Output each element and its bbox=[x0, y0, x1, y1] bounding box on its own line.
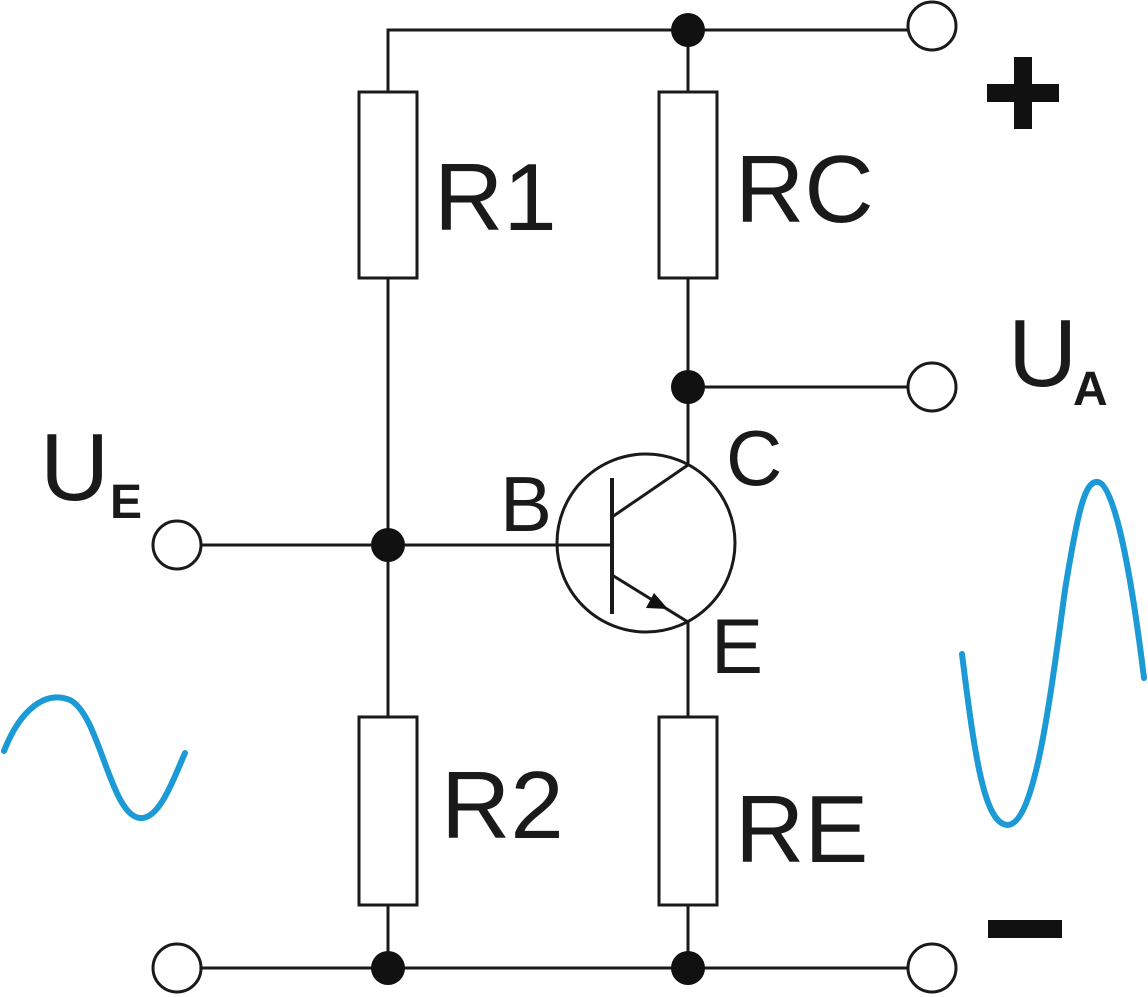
resistor-r1 bbox=[357, 90, 419, 280]
label-collector: C bbox=[726, 414, 782, 502]
terminal-ground-right bbox=[906, 942, 958, 994]
label-rc: RC bbox=[735, 136, 874, 243]
label-input-voltage-sub: E bbox=[110, 476, 142, 529]
terminal-ground-left bbox=[151, 942, 203, 994]
label-output-voltage-sub: A bbox=[1073, 363, 1108, 416]
emitter-arrow-icon bbox=[646, 593, 668, 609]
label-r1: R1 bbox=[434, 144, 557, 251]
input-sine-wave bbox=[1, 694, 188, 821]
resistor-r2 bbox=[357, 715, 419, 907]
npn-transistor bbox=[555, 452, 737, 634]
transistor-emitter-lead bbox=[609, 572, 691, 625]
terminal-output bbox=[906, 361, 958, 413]
plus-symbol-icon bbox=[987, 57, 1059, 129]
label-base: B bbox=[500, 460, 552, 548]
label-emitter: E bbox=[711, 602, 763, 690]
junction-base bbox=[371, 528, 405, 562]
junction-output bbox=[671, 370, 705, 404]
resistor-rc bbox=[657, 90, 719, 280]
label-output-voltage: U bbox=[1008, 300, 1077, 407]
transistor-collector-lead bbox=[609, 462, 691, 520]
output-sine-wave bbox=[959, 478, 1147, 828]
junction-bottom-right bbox=[671, 951, 705, 985]
label-re: RE bbox=[735, 776, 868, 883]
terminal-input bbox=[151, 519, 203, 571]
minus-symbol-icon bbox=[988, 920, 1062, 938]
label-input-voltage: U bbox=[40, 414, 109, 521]
resistor-re bbox=[657, 715, 719, 907]
junction-top bbox=[671, 13, 705, 47]
junction-bottom-left bbox=[371, 951, 405, 985]
terminal-positive bbox=[906, 0, 958, 52]
transistor-body bbox=[555, 452, 737, 634]
label-r2: R2 bbox=[441, 752, 564, 859]
